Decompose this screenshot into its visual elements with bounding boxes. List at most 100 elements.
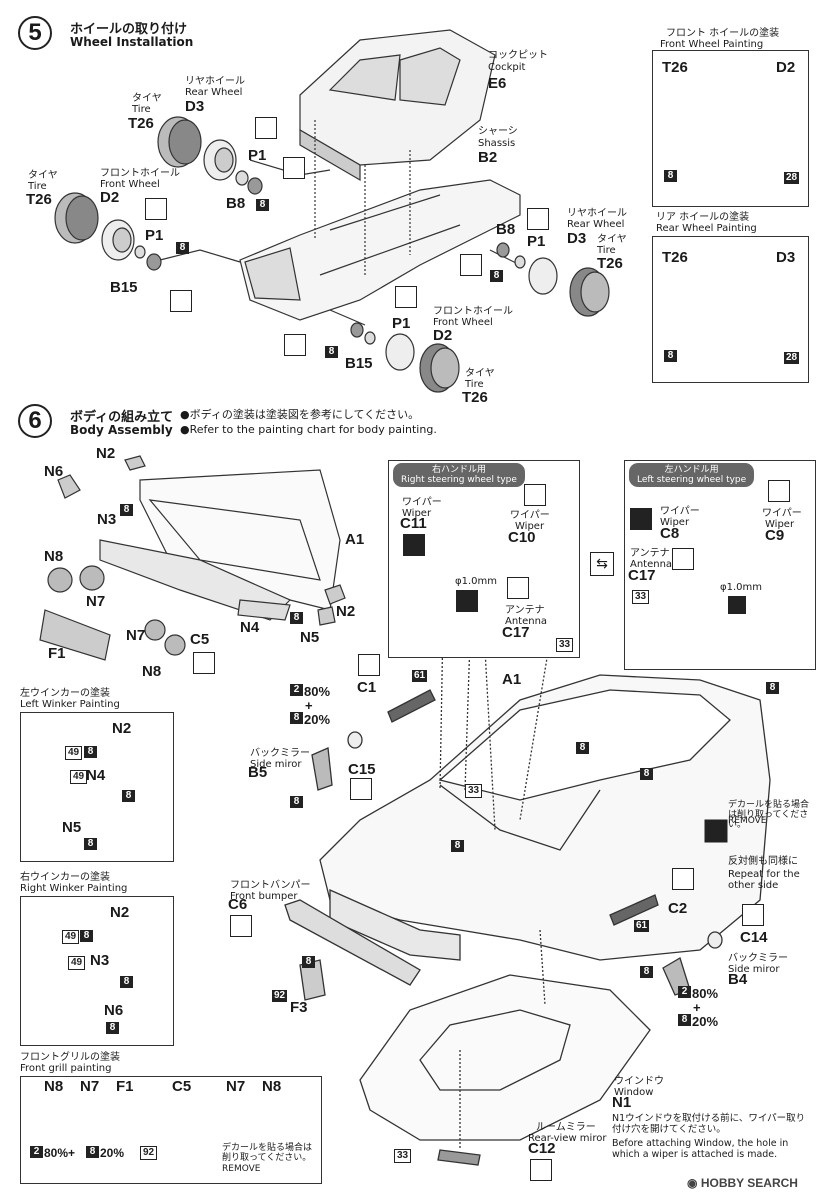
color-8-badge: 8: [120, 504, 133, 516]
front-tire-code: T26: [662, 59, 688, 76]
color-2-badge: 2: [30, 1146, 43, 1158]
grill-n7-b: N7: [226, 1078, 246, 1095]
lhd-antenna-en: Antenna: [630, 559, 673, 570]
color-33-badge: 33: [394, 1149, 412, 1163]
rhd-antenna-jp: アンテナ: [505, 605, 545, 616]
color-8-badge: 8: [576, 742, 589, 754]
step-6-number: 6: [18, 404, 52, 438]
cement-icon: [193, 652, 215, 674]
mix-ratio-80: 80%: [304, 684, 331, 699]
p1-part-d: P1: [392, 315, 411, 332]
repeat-note-en: Repeat for the other side: [728, 869, 800, 891]
rhd-antenna-en: Antenna: [505, 616, 548, 627]
color-49-badge: 49: [68, 956, 86, 970]
right-winker-title-jp: 右ウインカーの塗装: [20, 872, 110, 883]
tire-rear-left-jp: タイヤ: [132, 93, 162, 104]
color-2-badge: 2: [678, 986, 691, 998]
rhd-wiper-b-jp: ワイパー: [510, 510, 550, 521]
part-n3: N3: [97, 511, 117, 528]
part-f1: F1: [48, 645, 66, 662]
cement-icon: [403, 534, 425, 556]
cement-icon: [230, 915, 252, 937]
cement-icon: [524, 484, 546, 506]
part-n8-a: N8: [44, 548, 64, 565]
lhd-wiper-a-code: C8: [660, 525, 680, 542]
left-winker-n2: N2: [112, 720, 132, 737]
cockpit-code: E6: [488, 75, 507, 92]
cement-icon: [350, 778, 372, 800]
color-28-badge: 28: [784, 172, 800, 184]
part-n8-b: N8: [142, 663, 162, 680]
color-8-badge: 8: [451, 840, 464, 852]
front-wheel-right-jp: フロントホイール: [433, 306, 513, 317]
front-grill-panel: [20, 1076, 322, 1184]
mix-plus: +: [305, 698, 313, 713]
part-n4: N4: [240, 619, 260, 636]
rhd-wiper-b-code: C10: [508, 529, 536, 546]
right-winker-n6: N6: [104, 1002, 124, 1019]
lhd-wiper-a-en: Wiper: [660, 517, 690, 528]
part-n6: N6: [44, 463, 64, 480]
rear-wheel-left-jp: リヤホイール: [185, 76, 245, 87]
front-wheel-code: D2: [776, 59, 796, 76]
tire-front-left-code: T26: [26, 191, 52, 208]
mix-ratio-80: 80%: [692, 986, 719, 1001]
rhd-antenna-code: C17: [502, 624, 530, 641]
front-wheel-painting-title-en: Front Wheel Painting: [660, 39, 764, 50]
part-a1-b: A1: [502, 671, 522, 688]
part-f3: F3: [290, 999, 308, 1016]
left-winker-title-en: Left Winker Painting: [20, 699, 120, 710]
b8-part-a: B8: [226, 195, 246, 212]
tire-rear-right-code: T26: [597, 255, 623, 272]
chassis-label-en: Shassis: [478, 138, 516, 149]
color-8-badge: 8: [106, 1022, 119, 1034]
front-grill-title-jp: フロントグリルの塗装: [20, 1052, 120, 1063]
cement-icon: [460, 254, 482, 276]
step-6-note-en: ●Refer to the painting chart for body pa…: [180, 423, 437, 436]
chassis-code: B2: [478, 149, 498, 166]
right-winker-title-en: Right Winker Painting: [20, 883, 128, 894]
color-8-badge: 8: [640, 966, 653, 978]
front-wheel-painting-title-jp: フロント ホイールの塗装: [666, 28, 780, 39]
cockpit-label-en: Cockpit: [488, 62, 526, 73]
cement-icon: [768, 480, 790, 502]
color-8-badge: 8: [176, 242, 189, 254]
part-n7-b: N7: [126, 627, 146, 644]
rear-wheel-painting-title-en: Rear Wheel Painting: [656, 223, 757, 234]
grill-decal-note-en: REMOVE: [222, 1164, 261, 1174]
tire-rear-left-code: T26: [128, 115, 154, 132]
color-92-badge: 92: [272, 990, 288, 1002]
part-c2: C2: [668, 900, 688, 917]
left-winker-title-jp: 左ウインカーの塗装: [20, 688, 110, 699]
mix-ratio-20: 20%: [304, 712, 331, 727]
color-8-badge: 8: [664, 350, 677, 362]
color-8-badge: 8: [678, 1014, 691, 1026]
no-cement-icon: [395, 286, 417, 308]
rhd-wiper-a-jp: ワイパー: [402, 497, 442, 508]
tire-front-right-en: Tire: [465, 379, 484, 390]
b8-part-b: B8: [496, 221, 516, 238]
front-bumper-en: Front bumper: [230, 891, 298, 902]
left-winker-n5: N5: [62, 819, 82, 836]
rear-wheel-right-jp: リヤホイール: [567, 208, 627, 219]
chassis-label-jp: シャーシ: [478, 126, 518, 137]
p1-part-a: P1: [248, 147, 267, 164]
front-wheel-painting-panel: [652, 50, 809, 207]
part-c15: C15: [348, 761, 376, 778]
color-8-badge: 8: [256, 199, 269, 211]
part-n2-a: N2: [96, 445, 116, 462]
tire-front-right-jp: タイヤ: [465, 368, 495, 379]
color-8-badge: 8: [490, 270, 503, 282]
rear-tire-code: T26: [662, 249, 688, 266]
window-code: N1: [612, 1094, 632, 1111]
color-28-badge: 28: [784, 352, 800, 364]
color-92-badge: 92: [140, 1146, 158, 1160]
color-8-badge: 8: [290, 612, 303, 624]
grill-n8-b: N8: [262, 1078, 282, 1095]
side-mirror-left-code: B5: [248, 764, 268, 781]
grill-n8-a: N8: [44, 1078, 64, 1095]
color-61-badge: 61: [634, 920, 650, 932]
side-mirror-right-jp: バックミラー: [728, 953, 788, 964]
rhd-drill-size: φ1.0mm: [455, 576, 497, 587]
